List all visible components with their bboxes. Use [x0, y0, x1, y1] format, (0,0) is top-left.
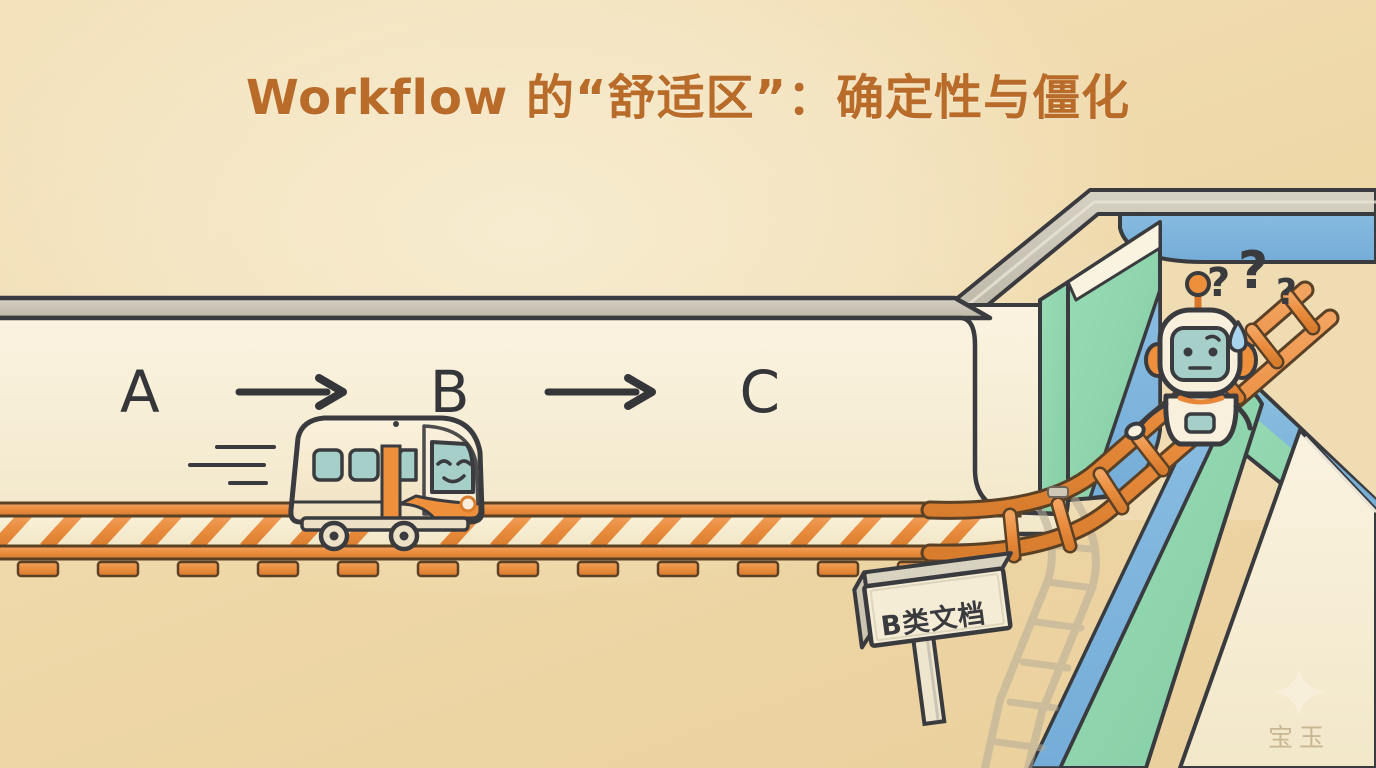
speed-lines: [188, 445, 276, 485]
right-hall-architecture: [953, 188, 1376, 768]
svg-text:?: ?: [1207, 260, 1230, 306]
train-face: [436, 459, 472, 484]
confused-robot: ? ? ?: [1124, 241, 1297, 447]
main-track: [0, 501, 1022, 578]
sign-board: [852, 551, 1013, 727]
track-sleeper-blocks: [16, 560, 940, 578]
smiling-train: [188, 415, 485, 552]
sweat-drop-icon: [1228, 320, 1248, 353]
left-platform-wall: [0, 295, 1063, 537]
question-marks: ? ? ?: [1207, 241, 1297, 313]
train-wheels: [318, 520, 420, 552]
svg-text:?: ?: [1276, 272, 1297, 313]
branch-track-up-right: [920, 280, 1340, 564]
svg-text:?: ?: [1238, 241, 1268, 301]
